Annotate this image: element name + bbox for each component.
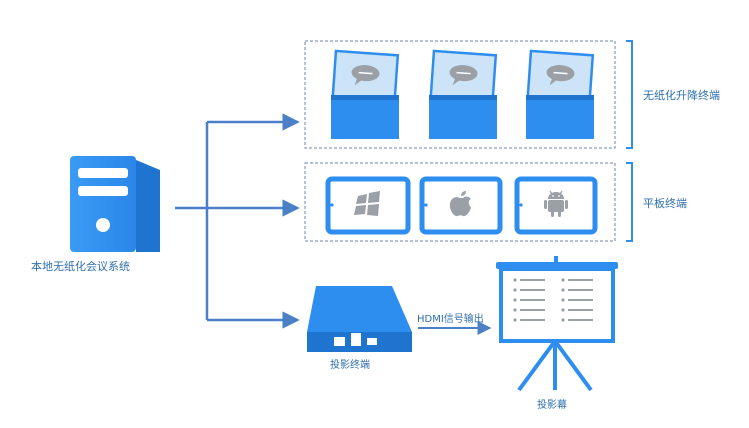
lift-terminal-1 [331, 49, 400, 139]
lift-terminal-group-box [304, 40, 616, 149]
server-label: 本地无纸化会议系统 [31, 260, 130, 273]
tablet-windows [325, 176, 411, 235]
projection-terminal-label: 投影终端 [330, 360, 370, 371]
apple-logo-icon [449, 191, 471, 217]
windows-logo-icon [354, 191, 380, 216]
screen-label: 投影幕 [537, 400, 567, 411]
tablet-android [514, 176, 598, 235]
server-tower-icon [70, 156, 160, 252]
tablet-terminal-group-box [304, 162, 616, 242]
lift-group-bracket [626, 40, 633, 149]
connector-lines [175, 113, 300, 329]
hdmi-label: HDMI信号输出 [417, 314, 484, 325]
tablet-terminal-label: 平板终端 [643, 197, 687, 210]
android-logo-icon [544, 190, 568, 217]
tablet-apple [419, 176, 503, 235]
projection-terminal-icon [307, 286, 412, 352]
lift-terminal-2 [429, 49, 498, 139]
lift-terminal-3 [526, 49, 595, 139]
lift-terminal-label: 无纸化升降终端 [643, 89, 720, 102]
projection-screen-icon [496, 256, 618, 392]
tablet-group-bracket [626, 162, 633, 242]
